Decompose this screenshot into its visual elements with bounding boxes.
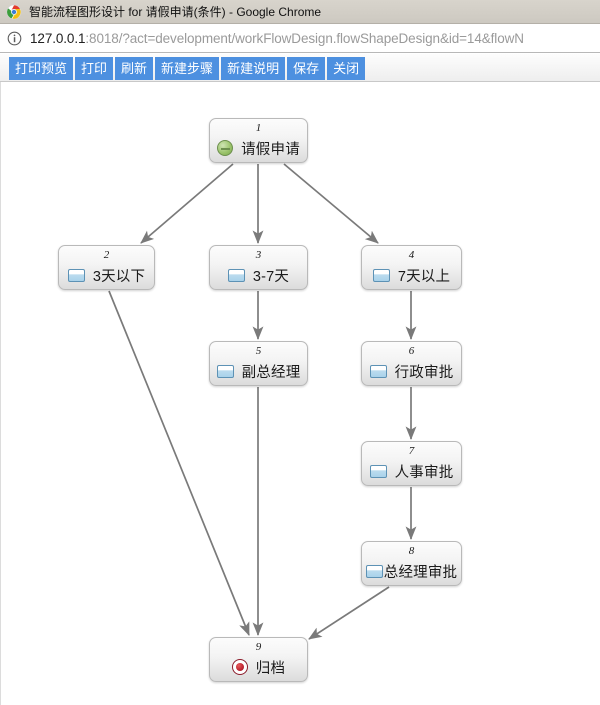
omnibox-path: :8018/?act=development/workFlowDesign.fl… [85, 30, 524, 46]
flow-node-8[interactable]: 8 总经理审批 [361, 541, 462, 586]
flow-node-number: 6 [408, 345, 415, 357]
flow-node-3[interactable]: 3 3-7天 [209, 245, 308, 290]
flow-node-number: 7 [408, 445, 415, 457]
flow-node-body: 7天以上 [362, 261, 461, 289]
chrome-logo-icon [6, 4, 22, 20]
flow-node-7[interactable]: 7 人事审批 [361, 441, 462, 486]
flow-node-number: 3 [255, 249, 262, 261]
flow-node-label: 归档 [255, 660, 286, 677]
flow-toolbar: 打印预览 打印 刷新 新建步骤 新建说明 保存 关闭 [0, 54, 600, 82]
window-title-text: 智能流程图形设计 for 请假申请(条件) - Google Chrome [29, 5, 322, 19]
omnibox-url-text[interactable]: 127.0.0.1:8018/?act=development/workFlow… [30, 31, 524, 46]
flow-node-number: 8 [408, 545, 415, 557]
flow-node-2[interactable]: 2 3天以下 [58, 245, 155, 290]
step-node-icon [227, 268, 245, 282]
flow-node-label: 行政审批 [394, 364, 454, 381]
flow-node-number: 5 [255, 345, 262, 357]
omnibox-host: 127.0.0.1 [30, 30, 86, 46]
flow-node-body: 归档 [210, 653, 307, 681]
step-node-icon [67, 268, 85, 282]
flow-edge-1-to-4[interactable] [283, 163, 379, 244]
flow-node-1[interactable]: 1 请假申请 [209, 118, 308, 163]
omnibox[interactable]: 127.0.0.1:8018/?act=development/workFlow… [0, 24, 600, 53]
flow-node-number: 9 [255, 641, 262, 653]
flow-node-label: 人事审批 [394, 464, 454, 481]
flow-node-body: 总经理审批 [362, 557, 461, 585]
flow-node-number: 2 [103, 249, 110, 261]
step-node-icon [372, 268, 390, 282]
flow-edges-layer [108, 163, 417, 640]
flow-node-label: 3天以下 [92, 268, 146, 285]
end-node-icon [231, 659, 248, 675]
step-node-icon [369, 464, 387, 478]
close-button[interactable]: 关闭 [327, 57, 366, 80]
flow-node-body: 请假申请 [210, 134, 307, 162]
print-preview-button[interactable]: 打印预览 [9, 57, 74, 80]
flow-node-5[interactable]: 5 副总经理 [209, 341, 308, 386]
flow-node-label: 7天以上 [397, 268, 451, 285]
flow-node-label: 总经理审批 [383, 564, 458, 581]
refresh-button[interactable]: 刷新 [115, 57, 154, 80]
flow-node-label: 3-7天 [252, 268, 290, 285]
step-node-icon [216, 364, 234, 378]
step-node-icon [369, 364, 387, 378]
step-node-icon [365, 564, 383, 578]
flow-node-body: 3天以下 [59, 261, 154, 289]
flow-edge-8-to-9[interactable] [308, 586, 390, 640]
info-circle-icon[interactable] [7, 31, 22, 46]
window-title-bar: 智能流程图形设计 for 请假申请(条件) - Google Chrome [0, 0, 600, 24]
print-button[interactable]: 打印 [75, 57, 114, 80]
flow-node-body: 人事审批 [362, 457, 461, 485]
new-note-button[interactable]: 新建说明 [221, 57, 286, 80]
flow-node-9[interactable]: 9 归档 [209, 637, 308, 682]
flow-node-number: 1 [255, 122, 262, 134]
start-node-icon [217, 140, 234, 156]
flow-node-label: 请假申请 [241, 141, 300, 158]
page-content-frame: 1 请假申请 2 3天以下 3 3-7天 4 7天以上 5 副总经理 6 行政审批 7 人事审批 8 总经理审… [0, 82, 600, 705]
flow-node-body: 副总经理 [210, 357, 307, 385]
flow-node-label: 副总经理 [241, 364, 301, 381]
new-step-button[interactable]: 新建步骤 [155, 57, 220, 80]
flow-node-4[interactable]: 4 7天以上 [361, 245, 462, 290]
flow-node-number: 4 [408, 249, 415, 261]
flow-node-6[interactable]: 6 行政审批 [361, 341, 462, 386]
save-button[interactable]: 保存 [287, 57, 326, 80]
flow-edge-1-to-2[interactable] [140, 163, 234, 244]
flow-node-body: 3-7天 [210, 261, 307, 289]
flow-design-canvas[interactable]: 1 请假申请 2 3天以下 3 3-7天 4 7天以上 5 副总经理 6 行政审批 7 人事审批 8 总经理审… [1, 82, 600, 705]
flow-node-body: 行政审批 [362, 357, 461, 385]
